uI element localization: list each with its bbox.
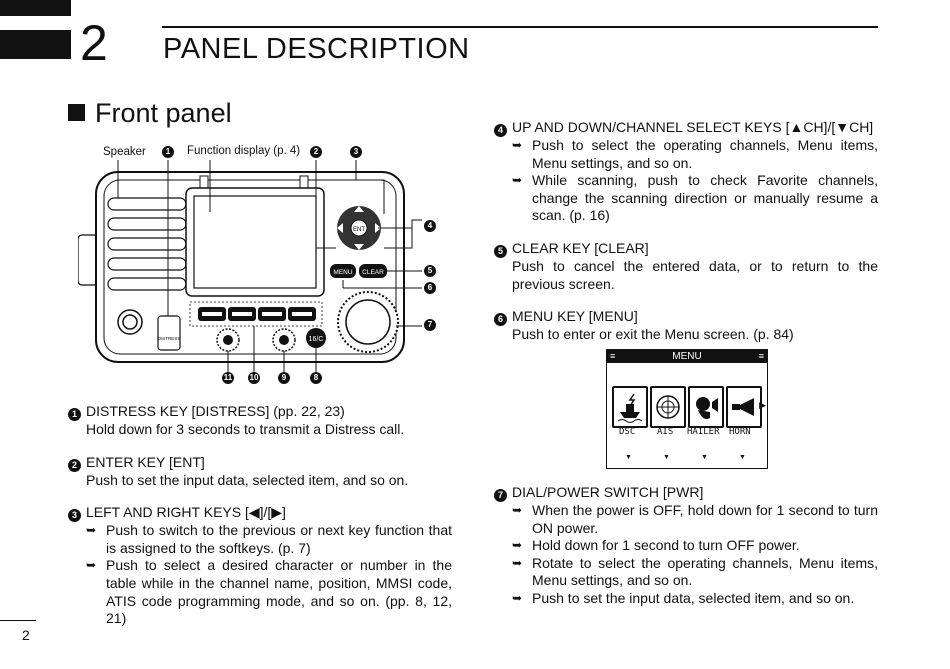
list-icon: ≡ <box>610 351 616 361</box>
arrow-bullet-icon: ➥ <box>86 523 97 538</box>
down-arrow-icon: ▼ <box>701 454 708 461</box>
callout-1: 1 <box>162 146 174 158</box>
page-number: 2 <box>22 627 30 643</box>
speaker-label: Speaker <box>103 146 146 158</box>
bullet: ➥While scanning, push to check Favorite … <box>512 172 878 224</box>
dsc-icon <box>612 386 648 428</box>
callout-9: 9 <box>278 372 290 384</box>
display-label: Function display (p. 4) <box>187 145 301 157</box>
chapter-title: PANEL DESCRIPTION <box>163 33 470 65</box>
callout-3: 3 <box>350 146 362 158</box>
menu-screen: ≡ MENU ≡ ▶ DSC AIS HAILER HORN ▼ ▼ ▼ ▼ <box>606 349 768 469</box>
ais-icon <box>650 386 686 428</box>
menu-label-horn: HORN <box>729 427 751 437</box>
svg-text:CLEAR: CLEAR <box>362 269 384 276</box>
svg-text:ENT: ENT <box>353 227 365 233</box>
callout-6: 6 <box>424 282 436 294</box>
down-arrow-icon: ▼ <box>739 454 746 461</box>
chapter-tab-top <box>0 0 71 16</box>
menu-icon-row <box>612 386 762 428</box>
item-title: LEFT AND RIGHT KEYS [◀]/[▶] <box>86 504 286 521</box>
section-square-icon <box>68 104 85 121</box>
item-body: Push to set the input data, selected ite… <box>86 471 409 488</box>
radio-illustration: ENT MENU CLEAR 16/C DISTRESS <box>77 160 422 372</box>
menu-screen-header: ≡ MENU ≡ <box>607 350 767 363</box>
down-arrow-icon: ▼ <box>625 454 632 461</box>
chapter-number: 2 <box>80 15 108 71</box>
arrow-bullet-icon: ➥ <box>512 590 523 605</box>
callout-7: 7 <box>424 319 436 331</box>
menu-label-hailer: HAILER <box>687 427 720 437</box>
bullet: ➥Push to select a desired character or n… <box>86 557 452 627</box>
svg-text:16/C: 16/C <box>309 336 324 343</box>
menu-label-ais: AIS <box>657 427 674 437</box>
item-title: DIAL/POWER SWITCH [PWR] <box>512 484 704 500</box>
bullet: ➥Push to set the input data, selected it… <box>512 589 855 606</box>
arrow-bullet-icon: ➥ <box>512 503 523 517</box>
section-title: Front panel <box>68 97 232 129</box>
callout-2: 2 <box>310 146 322 158</box>
callout-8: 8 <box>310 372 322 384</box>
item-body: Push to enter or exit the Menu screen. (… <box>512 326 794 343</box>
callout-11: 11 <box>222 372 234 384</box>
list-icon: ≡ <box>758 351 764 361</box>
bullet: ➥When the power is OFF, hold down for 1 … <box>512 502 878 536</box>
arrow-bullet-icon: ➥ <box>512 173 523 188</box>
arrow-bullet-icon: ➥ <box>512 538 523 553</box>
menu-label-dsc: DSC <box>619 427 636 437</box>
callout-10: 10 <box>248 372 260 384</box>
bullet: ➥Push to select the operating channels, … <box>512 137 878 171</box>
bullet: ➥Push to switch to the previous or next … <box>86 522 452 556</box>
chapter-tab <box>0 30 71 59</box>
bullet: ➥Rotate to select the operating channels… <box>512 554 878 589</box>
arrow-bullet-icon: ➥ <box>512 138 523 152</box>
arrow-bullet-icon: ➥ <box>512 555 523 570</box>
item-title: ENTER KEY [ENT] <box>86 453 205 470</box>
callout-4: 4 <box>424 220 436 232</box>
down-arrow-icon: ▼ <box>663 454 670 461</box>
right-arrow-icon: ▶ <box>759 400 766 410</box>
front-panel-figure: ENT MENU CLEAR 16/C DISTRESS <box>77 140 450 390</box>
item-body: Push to cancel the entered data, or to r… <box>512 257 878 292</box>
header-rule <box>162 26 878 28</box>
hailer-icon <box>688 386 724 428</box>
item-title: CLEAR KEY [CLEAR] <box>512 239 649 256</box>
horn-icon <box>726 386 762 428</box>
footer-rule <box>0 620 36 621</box>
item-title: DISTRESS KEY [DISTRESS] (pp. 22, 23) <box>86 403 345 419</box>
item-title: MENU KEY [MENU] <box>512 308 638 325</box>
callout-5: 5 <box>424 265 436 277</box>
bullet: ➥Hold down for 1 second to turn OFF powe… <box>512 537 800 554</box>
menu-screen-title: MENU <box>672 351 702 362</box>
item-body: Hold down for 3 seconds to transmit a Di… <box>86 421 405 437</box>
item-title: UP AND DOWN/CHANNEL SELECT KEYS [▲CH]/[▼… <box>512 119 874 135</box>
arrow-bullet-icon: ➥ <box>86 558 97 573</box>
svg-text:DISTRESS: DISTRESS <box>158 336 181 341</box>
svg-text:MENU: MENU <box>333 269 352 276</box>
